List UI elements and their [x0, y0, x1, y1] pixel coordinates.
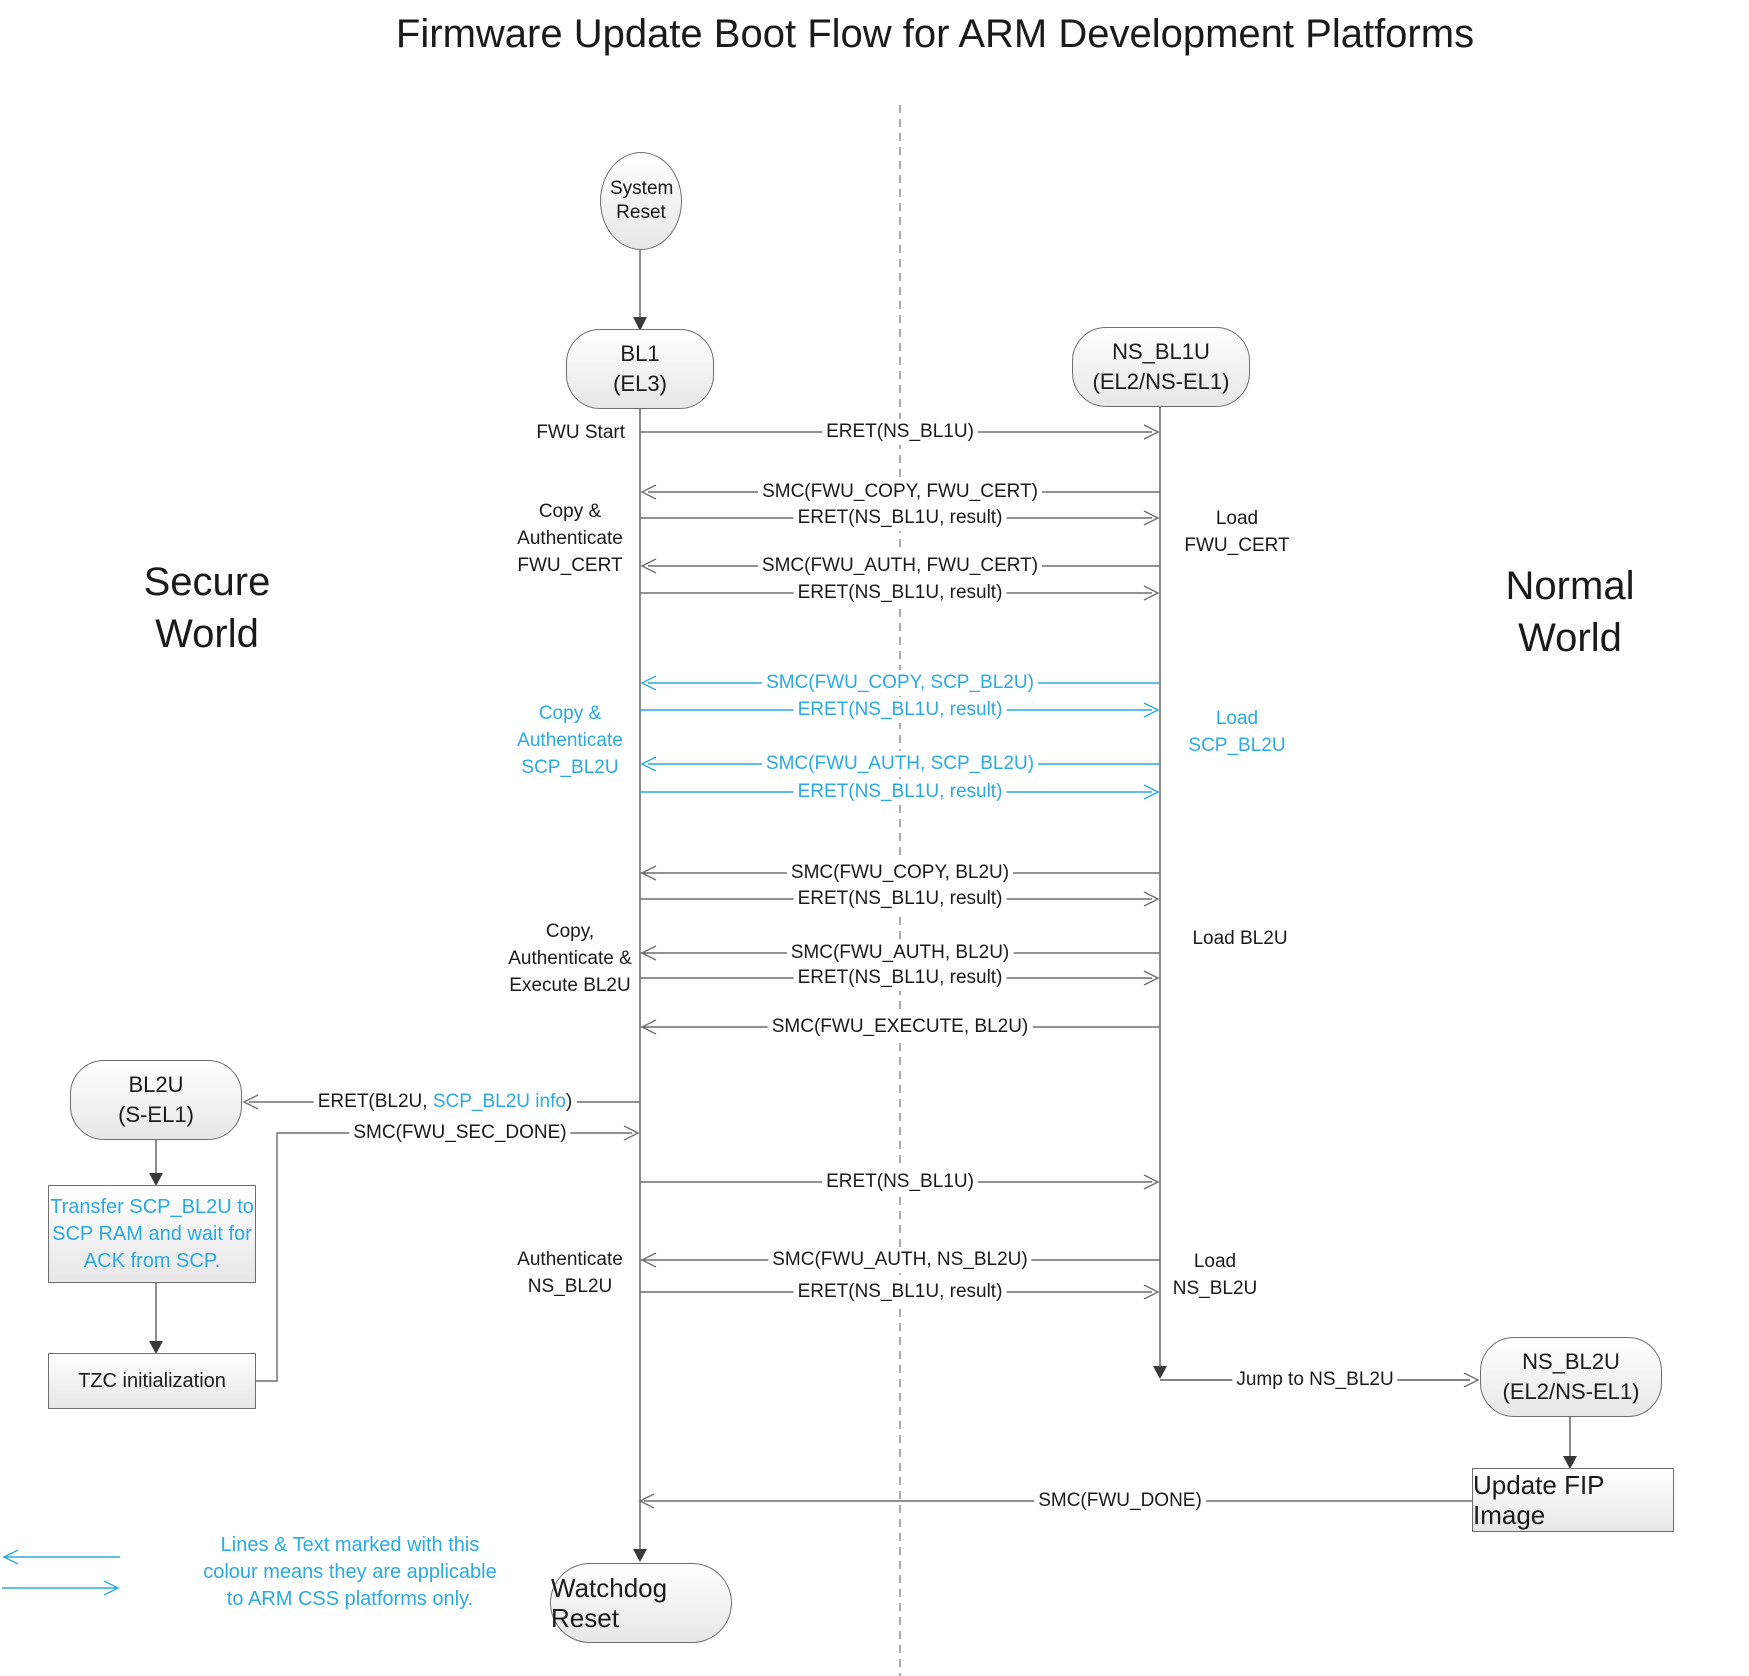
message-label-css-only: ERET(NS_BL1U, result) [793, 779, 1007, 805]
message-label: SMC(FWU_COPY, BL2U) [786, 860, 1014, 886]
ns-bl2u-level: (EL2/NS-EL1) [1502, 1379, 1640, 1404]
system-reset-label: System Reset [610, 178, 674, 223]
annotation-load-scp-bl2u: Load SCP_BL2U [1188, 708, 1286, 756]
arrowhead-update-fip [1563, 1456, 1577, 1469]
message-label-eret-bl2u: ERET(BL2U, SCP_BL2U info) [313, 1089, 577, 1115]
node-transfer-scp: Transfer SCP_BL2U to SCP RAM and wait fo… [48, 1185, 256, 1283]
ns-bl1u-name: NS_BL1U [1112, 339, 1210, 364]
annotation-load-fwu-cert: Load FWU_CERT [1184, 508, 1290, 556]
annotation-fwu-start: FWU Start [536, 422, 625, 443]
arrowhead-ns-lifeline-end [1153, 1366, 1167, 1379]
diagram-title: Firmware Update Boot Flow for ARM Develo… [395, 12, 1475, 56]
ns-bl1u-level: (EL2/NS-EL1) [1092, 369, 1230, 394]
message-label: SMC(FWU_COPY, FWU_CERT) [758, 479, 1042, 505]
message-label: Jump to NS_BL2U [1232, 1367, 1398, 1393]
message-label: ERET(NS_BL1U, result) [793, 1279, 1007, 1305]
message-label: SMC(FWU_AUTH, NS_BL2U) [768, 1247, 1032, 1273]
node-update-fip: Update FIP Image [1472, 1468, 1674, 1532]
node-bl2u: BL2U (S-EL1) [70, 1060, 242, 1140]
message-label: SMC(FWU_AUTH, FWU_CERT) [757, 553, 1043, 579]
solid-arrowheads [149, 317, 1577, 1562]
message-label-css-only: SMC(FWU_COPY, SCP_BL2U) [762, 670, 1038, 696]
annotation-copy-auth-fwu-cert: Copy & Authenticate FWU_CERT [517, 501, 623, 576]
message-label: SMC(FWU_DONE) [1034, 1488, 1206, 1514]
message-label: ERET(NS_BL1U, result) [793, 580, 1007, 606]
ns-bl2u-name: NS_BL2U [1522, 1349, 1620, 1374]
node-system-reset: System Reset [600, 152, 682, 250]
arrowhead-transfer [149, 1173, 163, 1186]
legend-left-arrow [2, 1549, 120, 1565]
message-arrows [242, 424, 1480, 1509]
node-tzc-init: TZC initialization [48, 1353, 256, 1409]
message-label: SMC(FWU_EXECUTE, BL2U) [767, 1014, 1033, 1040]
bl1-level: (EL3) [613, 371, 667, 396]
node-bl1: BL1 (EL3) [566, 329, 714, 409]
annotation-authenticate-ns-bl2u: Authenticate NS_BL2U [517, 1249, 623, 1297]
message-label: ERET(NS_BL1U) [822, 419, 978, 445]
arrowhead-watchdog [633, 1549, 647, 1562]
annotation-copy-auth-scp-bl2u: Copy & Authenticate SCP_BL2U [517, 703, 623, 778]
bl1-name: BL1 [620, 341, 660, 366]
arrowhead-bl1 [633, 317, 647, 331]
eret-bl2u-prefix: ERET(BL2U, [317, 1091, 433, 1112]
message-label: ERET(NS_BL1U, result) [793, 505, 1007, 531]
message-label: ERET(NS_BL1U, result) [793, 965, 1007, 991]
transfer-scp-label: Transfer SCP_BL2U to SCP RAM and wait fo… [50, 1195, 254, 1272]
annotation-copy-auth-exec-bl2u: Copy, Authenticate & Execute BL2U [508, 921, 632, 996]
annotation-load-bl2u: Load BL2U [1192, 928, 1288, 949]
message-label-css-only: SMC(FWU_AUTH, SCP_BL2U) [761, 751, 1039, 777]
bl2u-name: BL2U [128, 1072, 184, 1097]
bl2u-level: (S-EL1) [118, 1102, 194, 1127]
arrowhead-jump [1463, 1372, 1480, 1388]
message-label: SMC(FWU_AUTH, BL2U) [786, 940, 1014, 966]
node-watchdog-reset: Watchdog Reset [550, 1563, 732, 1643]
legend-text: Lines & Text marked with this colour mea… [203, 1534, 497, 1610]
message-label-css-only: ERET(NS_BL1U, result) [793, 697, 1007, 723]
eret-bl2u-suffix: ) [565, 1091, 573, 1112]
message-label: SMC(FWU_SEC_DONE) [349, 1120, 571, 1146]
eret-bl2u-highlight: SCP_BL2U info [432, 1091, 566, 1112]
annotation-load-ns-bl2u: Load NS_BL2U [1172, 1251, 1258, 1299]
tzc-init-label: TZC initialization [78, 1369, 226, 1392]
update-fip-label: Update FIP Image [1473, 1470, 1605, 1530]
secure-world-label: Secure World [143, 560, 271, 656]
legend-right-arrow [2, 1580, 120, 1596]
node-ns-bl2u: NS_BL2U (EL2/NS-EL1) [1480, 1337, 1662, 1417]
message-label: ERET(NS_BL1U) [822, 1169, 978, 1195]
node-ns-bl1u: NS_BL1U (EL2/NS-EL1) [1072, 327, 1250, 407]
css-only-arrows [2, 675, 1160, 1596]
message-label: ERET(NS_BL1U, result) [793, 886, 1007, 912]
normal-world-label: Normal World [1505, 564, 1635, 660]
arrowhead-tzc [149, 1341, 163, 1354]
watchdog-reset-label: Watchdog Reset [551, 1573, 668, 1633]
